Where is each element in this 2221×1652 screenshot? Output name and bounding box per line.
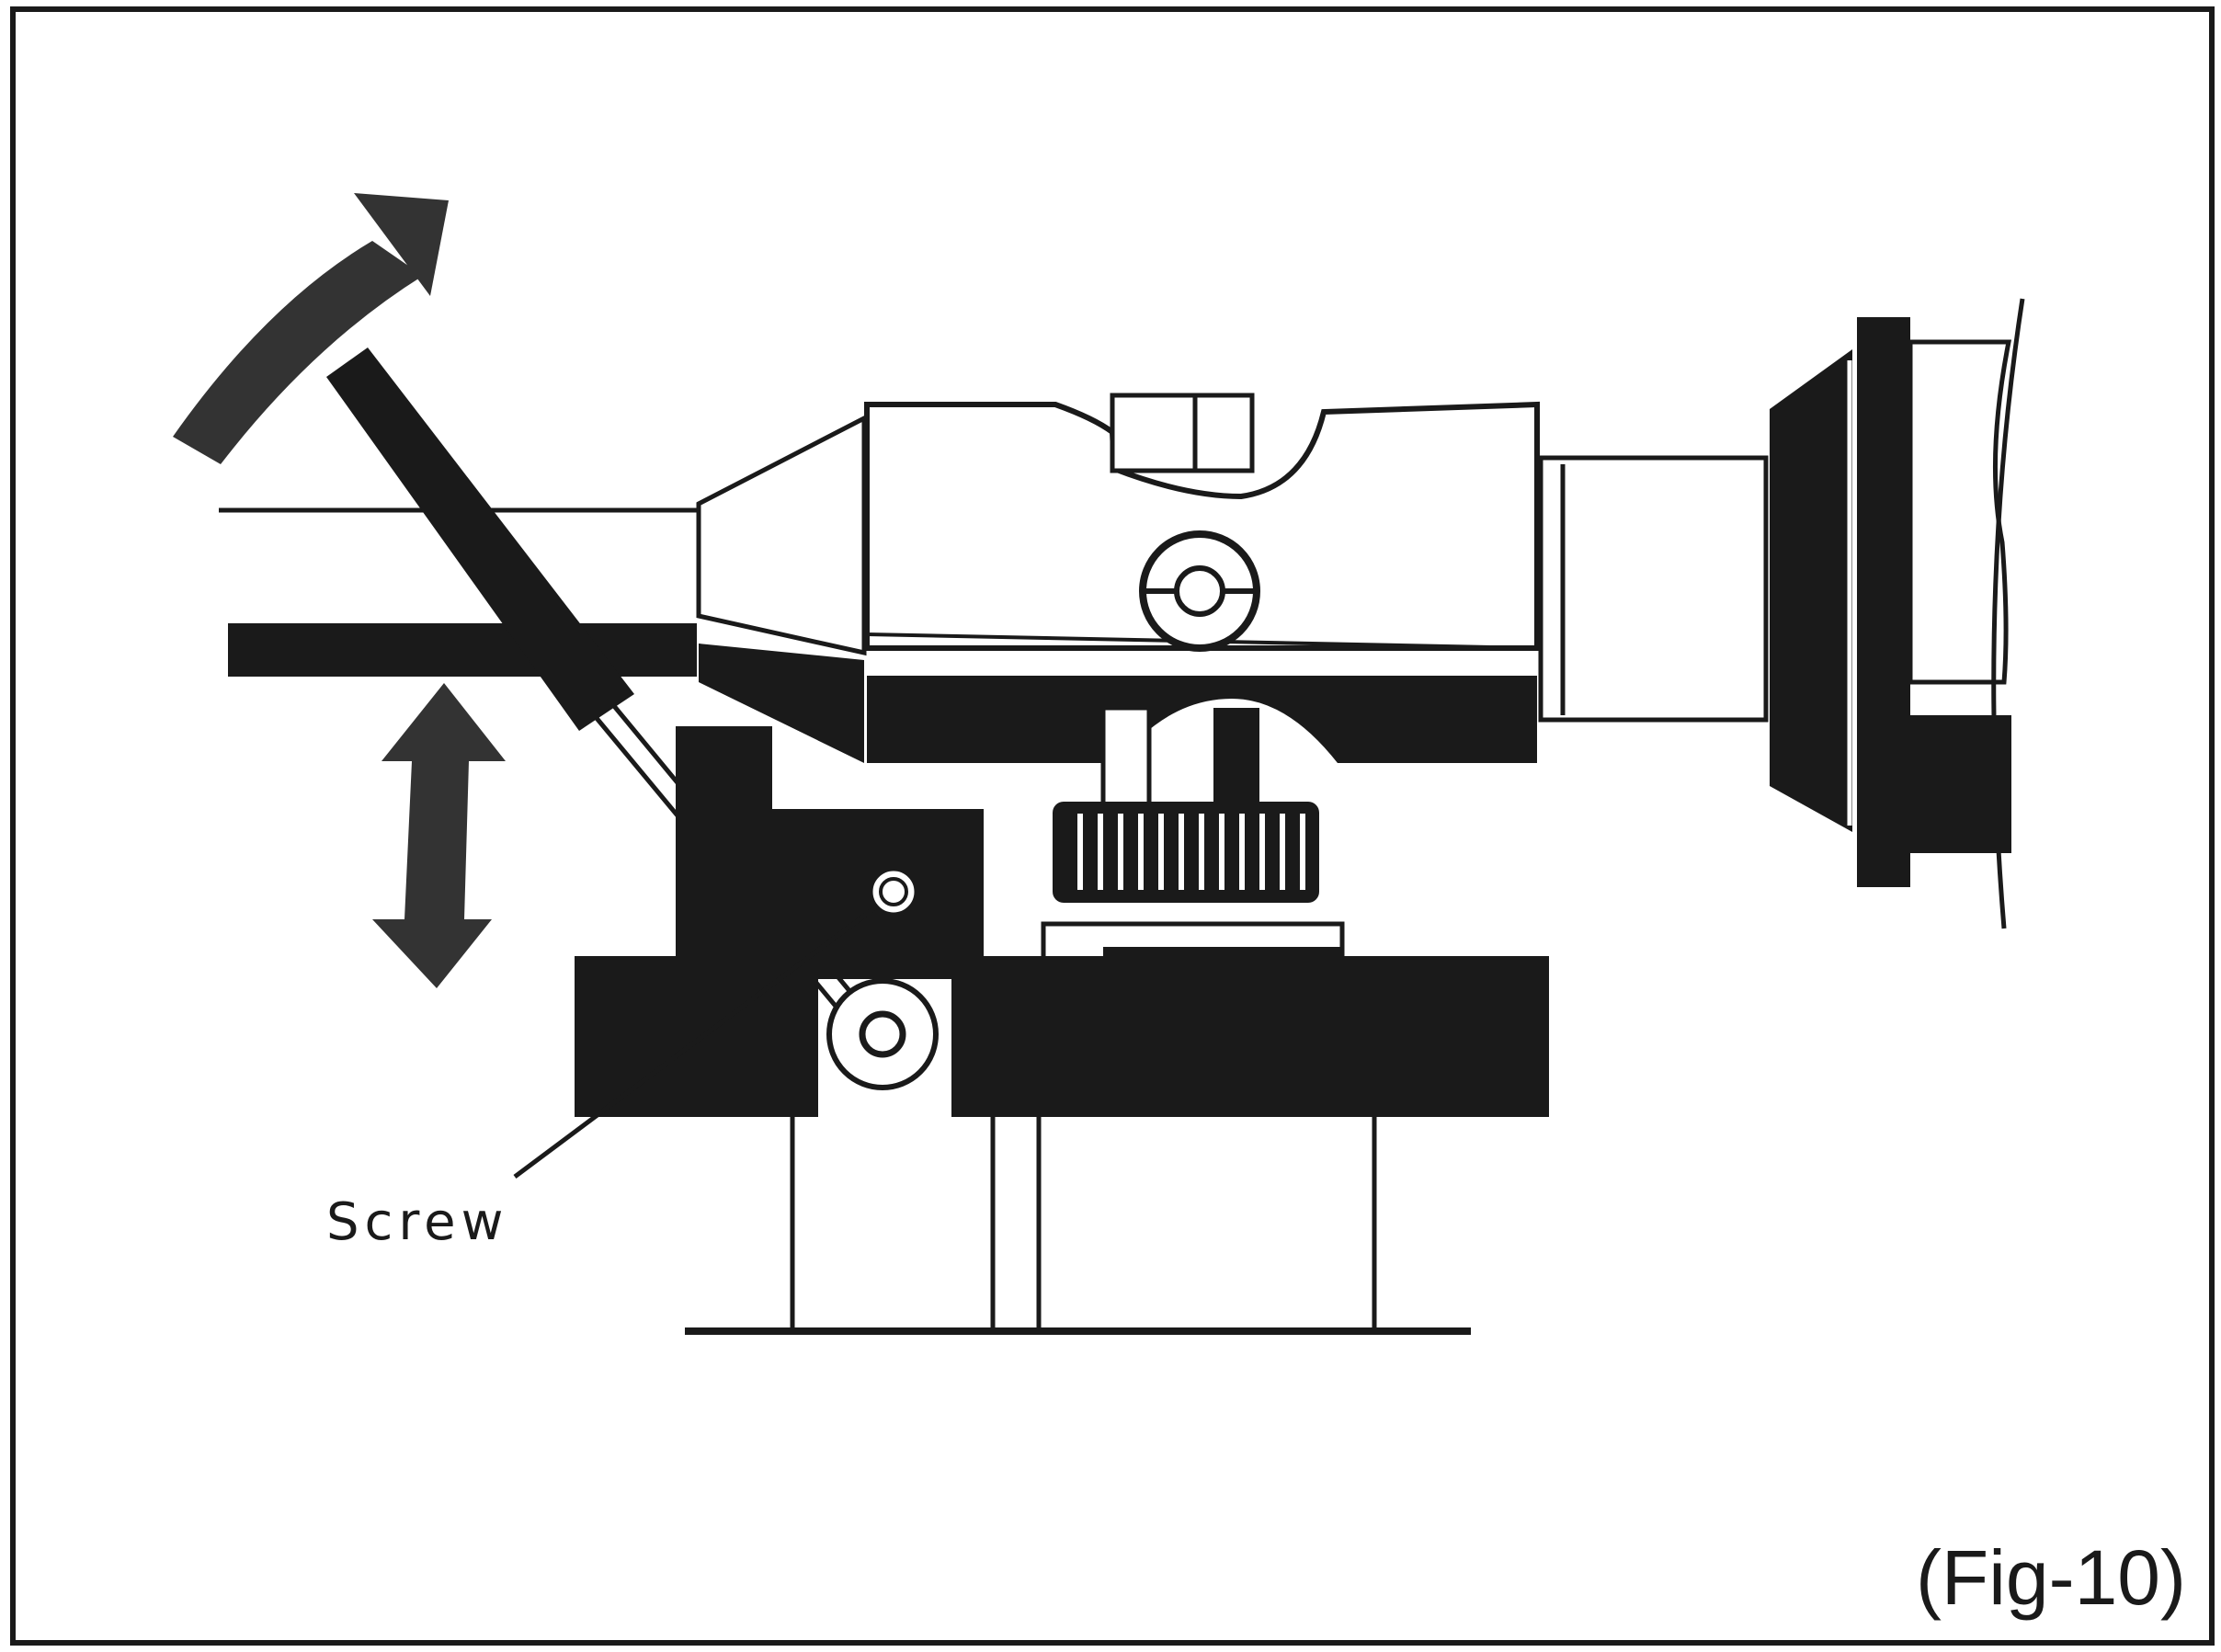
pivot-screw bbox=[826, 978, 939, 1090]
eyepiece bbox=[1538, 298, 2025, 929]
front-cone bbox=[696, 414, 867, 763]
scope-body bbox=[864, 393, 1540, 763]
screw-leader-line bbox=[513, 903, 880, 1179]
screw-callout-target bbox=[868, 866, 919, 917]
stand-legs bbox=[685, 1117, 1471, 1335]
rotation-arrow-icon bbox=[173, 193, 449, 464]
figure-caption: (Fig-10) bbox=[1916, 1534, 2186, 1621]
screw-label: Screw bbox=[326, 1192, 508, 1252]
vertical-double-arrow-icon bbox=[372, 683, 506, 988]
knurled-knob bbox=[1041, 705, 1345, 962]
